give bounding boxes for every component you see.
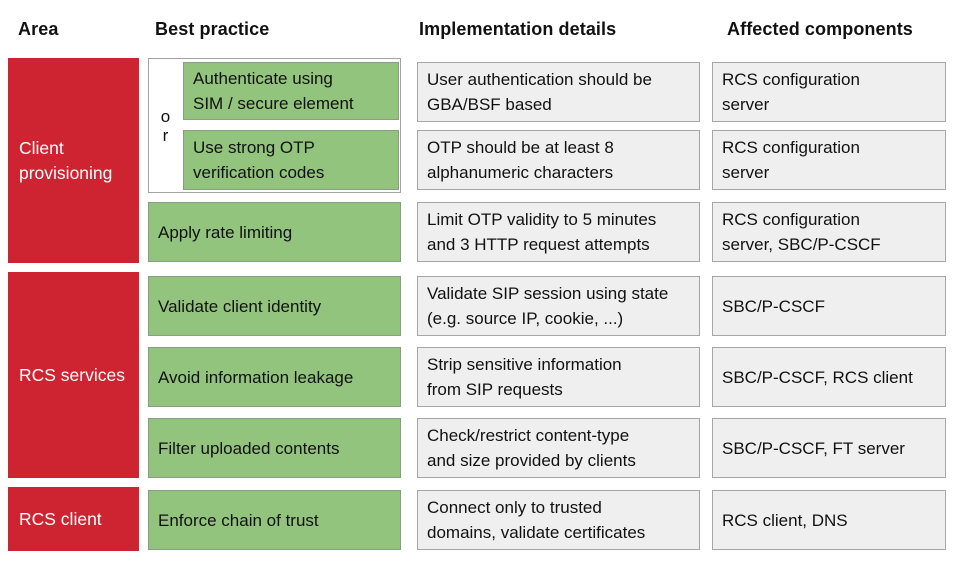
practice-box-chain-of-trust: Enforce chain of trust [148,490,401,550]
components-box-row5: SBC/P-CSCF, RCS client [712,347,946,407]
practice-box-filter-contents: Filter uploaded contents [148,418,401,478]
details-box-gba-bsf: User authentication should be GBA/BSF ba… [417,62,700,122]
details-box-trusted-domains: Connect only to trusted domains, validat… [417,490,700,550]
practice-box-strong-otp: Use strong OTP verification codes [183,130,399,190]
practice-box-validate-identity: Validate client identity [148,276,401,336]
column-header-area: Area [18,19,59,39]
components-box-row4: SBC/P-CSCF [712,276,946,336]
practice-box-rate-limiting: Apply rate limiting [148,202,401,262]
components-box-row7: RCS client, DNS [712,490,946,550]
components-box-row1: RCS configuration server [712,62,946,122]
details-box-strip-info: Strip sensitive information from SIP req… [417,347,700,407]
details-box-content-type: Check/restrict content-type and size pro… [417,418,700,478]
area-block-client-provisioning: Client provisioning [8,58,139,263]
area-block-rcs-services: RCS services [8,272,139,478]
details-box-sip-session: Validate SIP session using state (e.g. s… [417,276,700,336]
details-box-otp-length: OTP should be at least 8 alphanumeric ch… [417,130,700,190]
column-header-implementation: Implementation details [419,19,617,39]
details-box-otp-validity: Limit OTP validity to 5 minutes and 3 HT… [417,202,700,262]
components-box-row6: SBC/P-CSCF, FT server [712,418,946,478]
area-block-rcs-client: RCS client [8,487,139,551]
components-box-row3: RCS configuration server, SBC/P-CSCF [712,202,946,262]
components-box-row2: RCS configuration server [712,130,946,190]
column-header-affected: Affected components [727,19,913,39]
practice-box-authenticate-sim: Authenticate using SIM / secure element [183,62,399,120]
or-group-label: or [160,106,171,145]
practice-box-avoid-leakage: Avoid information leakage [148,347,401,407]
column-header-best-practice: Best practice [155,19,270,39]
